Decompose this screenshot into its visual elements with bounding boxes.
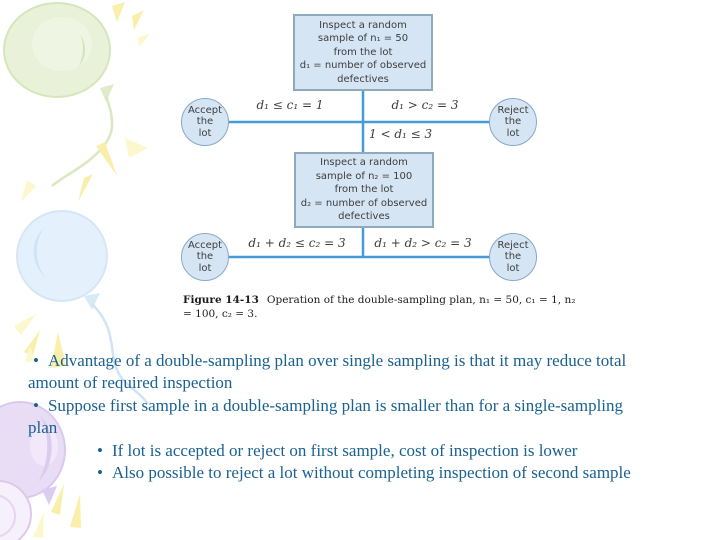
bullet-text: Suppose first sample in a double-samplin… [28, 395, 624, 438]
sparkle-yellow-graphic [33, 484, 81, 538]
figure-caption-number: Figure 14-13 [183, 294, 259, 306]
condition-label-accept-2: d₁ + d₂ ≤ c₂ = 3 [248, 236, 346, 250]
bullet-item: •Advantage of a double-sampling plan ove… [28, 350, 652, 395]
condition-label-reject-2: d₁ + d₂ > c₂ = 3 [374, 236, 472, 250]
bullet-text: Advantage of a double-sampling plan over… [28, 351, 627, 393]
bullet-item: •Suppose first sample in a double-sampli… [28, 395, 652, 440]
bullet-text-block: •Advantage of a double-sampling plan ove… [28, 350, 718, 484]
bullet-marker: • [97, 440, 103, 460]
condition-label-second-sample: 1 < d₁ ≤ 3 [369, 127, 433, 141]
flowchart-box-second-sample: Inspect a random sample of n₂ = 100 from… [294, 152, 434, 228]
bullet-item-sub: • Also possible to reject a lot without c… [28, 462, 718, 484]
sparkle-yellow-graphic [21, 2, 150, 202]
flowchart-box-first-sample: Inspect a random sample of n₁ = 50 from … [293, 14, 433, 91]
condition-label-accept-1: d₁ ≤ c₁ = 1 [256, 98, 324, 112]
bullet-text: If lot is accepted or reject on first sa… [111, 440, 578, 460]
flowchart-node-accept-lot-2: Accept the lot [181, 233, 229, 281]
flowchart-node-accept-lot-1: Accept the lot [181, 98, 229, 146]
flowchart-node-reject-lot-2: Reject the lot [489, 233, 537, 281]
bullet-marker: • [97, 463, 103, 483]
bullet-marker: • [33, 351, 39, 370]
balloon-green-graphic [3, 2, 114, 187]
bullet-item-sub: • If lot is accepted or reject on first s… [28, 440, 718, 462]
bullet-text: Also possible to reject a lot without co… [111, 463, 631, 483]
flowchart-node-reject-lot-1: Reject the lot [489, 98, 537, 146]
figure-caption-text: Operation of the double-sampling plan, n… [183, 294, 576, 320]
bullet-marker: • [33, 395, 39, 415]
condition-label-reject-1: d₁ > c₂ = 3 [391, 98, 459, 112]
